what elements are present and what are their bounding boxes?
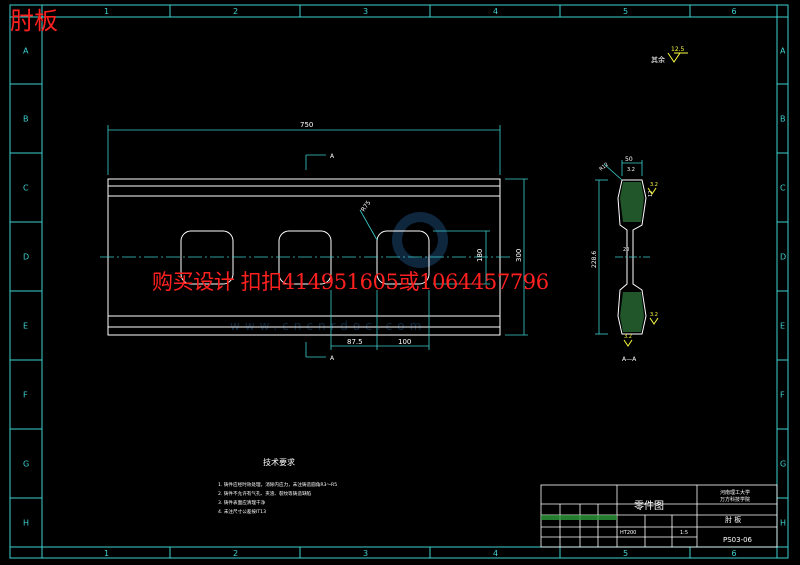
hole-2 xyxy=(278,230,332,285)
zone-col-top-2: 2 xyxy=(233,7,238,16)
zone-row-right-F: F xyxy=(780,391,785,400)
title-material: HT200 xyxy=(620,530,636,536)
title-part-name: 肘 板 xyxy=(725,515,741,524)
section-label: A—A xyxy=(622,356,637,363)
zone-row-left-G: G xyxy=(23,460,29,469)
title-scale: 1:5 xyxy=(680,530,688,536)
section-dim-small: 3.2 xyxy=(627,167,635,173)
zone-row-right-H: H xyxy=(780,519,786,528)
section-rough-2: 3.2 xyxy=(650,312,658,318)
zone-ticks xyxy=(10,5,788,558)
ad-text-overlay: 购买设计 扣扣414951605或1064457796 xyxy=(152,270,549,294)
watermark-url: www.cncnrdoc.com xyxy=(230,319,426,333)
zone-col-top-6: 6 xyxy=(732,7,737,16)
roughness-value: 12.5 xyxy=(671,46,685,53)
zone-row-left-H: H xyxy=(23,519,29,528)
zone-row-left-A: A xyxy=(23,47,29,56)
roughness-label: 其余 xyxy=(651,55,665,64)
roughness-note: 其余 12.5 xyxy=(651,46,688,64)
drawing-title-overlay: 肘板 xyxy=(10,7,58,35)
title-school-sub: 万方科技学院 xyxy=(720,496,750,503)
zone-col-bottom-6: 6 xyxy=(732,549,737,558)
zone-row-right-B: B xyxy=(780,115,786,124)
zone-row-right-D: D xyxy=(780,253,786,262)
section-rough-3: 3.2 xyxy=(624,334,632,340)
dim-pitch: 100 xyxy=(398,338,411,346)
hole-3 xyxy=(376,230,430,285)
zone-row-left-F: F xyxy=(23,391,28,400)
title-drawing-type: 零件图 xyxy=(634,500,664,512)
drawing-frame xyxy=(9,4,789,559)
section-view: 50 3.2 R12 228.6 12 20 3.2 3.2 3.2 A—A xyxy=(591,156,659,363)
zone-col-bottom-4: 4 xyxy=(493,549,498,558)
tech-item-1: 1. 铸件应经时效处理，消除内应力，未注铸造圆角R3～R5 xyxy=(218,481,337,488)
zone-row-left-E: E xyxy=(23,322,28,331)
zone-col-top-4: 4 xyxy=(493,7,498,16)
front-view: 750 300 180 R75 87.5 100 A A xyxy=(100,121,528,362)
tech-heading: 技术要求 xyxy=(263,457,295,467)
title-block: 零件图 河南理工大学 万方科技学院 肘 板 PS03-06 1:5 HT200 xyxy=(540,484,778,548)
dim-length: 750 xyxy=(300,121,313,129)
section-dim-top: 50 xyxy=(625,156,633,163)
section-mark-bottom: A xyxy=(330,355,335,362)
zone-row-left-C: C xyxy=(23,184,29,193)
zone-col-bottom-1: 1 xyxy=(104,549,109,558)
title-drawing-no: PS03-06 xyxy=(723,536,753,544)
hole-1 xyxy=(180,230,234,285)
zone-col-bottom-5: 5 xyxy=(623,549,628,558)
zone-row-right-A: A xyxy=(780,47,786,56)
title-school: 河南理工大学 xyxy=(720,489,750,496)
zone-row-right-C: C xyxy=(780,184,786,193)
zone-col-bottom-2: 2 xyxy=(233,549,238,558)
zone-row-left-B: B xyxy=(23,115,29,124)
tech-requirements: 技术要求 1. 铸件应经时效处理，消除内应力，未注铸造圆角R3～R5 2. 铸件… xyxy=(218,457,337,515)
section-rough-1: 3.2 xyxy=(650,182,658,188)
dim-offset: 87.5 xyxy=(347,338,363,346)
section-dim-chamfer: R12 xyxy=(598,162,609,173)
zone-row-right-G: G xyxy=(780,460,786,469)
section-dim-side: 12 xyxy=(648,191,654,197)
zone-row-left-D: D xyxy=(23,253,29,262)
tech-item-4: 4. 未注尺寸公差按IT13 xyxy=(218,508,266,515)
section-dim-mid: 20 xyxy=(623,247,629,253)
watermark: www.cncnrdoc.com xyxy=(230,212,448,333)
dim-hole-height: 180 xyxy=(476,249,484,262)
tech-item-3: 3. 铸件表面应清理干净 xyxy=(218,499,266,506)
zone-col-top-1: 1 xyxy=(104,7,109,16)
section-dim-length: 228.6 xyxy=(591,251,598,268)
dim-height: 300 xyxy=(515,249,523,262)
zone-col-bottom-3: 3 xyxy=(363,549,368,558)
tech-item-2: 2. 铸件不允许有气孔、夹渣、裂纹等铸造缺陷 xyxy=(218,490,312,497)
zone-row-right-E: E xyxy=(780,322,785,331)
section-mark-top: A xyxy=(330,153,335,160)
zone-col-top-3: 3 xyxy=(363,7,368,16)
zone-col-top-5: 5 xyxy=(623,7,628,16)
